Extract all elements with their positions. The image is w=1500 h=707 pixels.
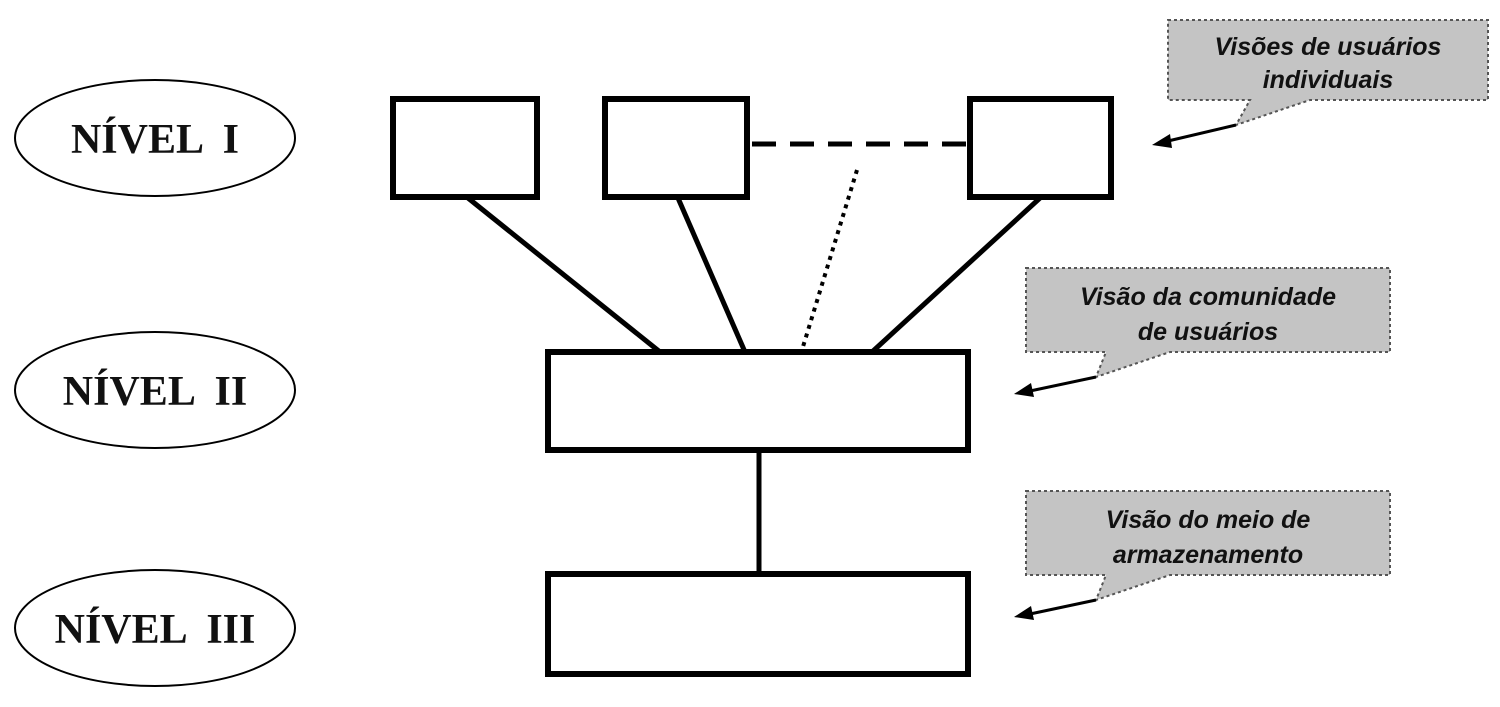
level-3-label: NÍVEL III [14, 569, 296, 687]
callout-community-view-arrow-head [1014, 383, 1034, 397]
connector-view2-to-community [675, 197, 748, 353]
level-1-label: NÍVEL I [14, 79, 296, 197]
level-1-ellipse [14, 79, 296, 197]
callout-storage-view: Visão do meio de armazenamento [1014, 490, 1391, 620]
callout-community-view-line2: de usuários [1138, 318, 1278, 346]
callout-individual-views-line1: Visões de usuários [1215, 33, 1442, 61]
callout-community-view-arrow-line [1029, 375, 1097, 393]
callout-individual-views-line2: individuais [1263, 66, 1394, 94]
callout-individual-views: Visões de usuários individuais [1152, 19, 1489, 148]
level-2-ellipse [14, 331, 296, 449]
level-3-ellipse [14, 569, 296, 687]
user-view-box-1 [390, 96, 540, 200]
level-1-text: NÍVEL I [71, 116, 239, 163]
connector-viewn-to-community [870, 196, 1042, 354]
callout-community-view-line1: Visão da comunidade [1080, 283, 1336, 311]
callout-individual-views-shape [1167, 19, 1489, 127]
callout-individual-views-arrow-head [1152, 134, 1172, 148]
storage-view-box [545, 571, 971, 677]
callout-storage-view-arrow-head [1014, 606, 1034, 620]
connector-dotted-to-community [800, 169, 859, 351]
callout-storage-view-line2: armazenamento [1113, 541, 1303, 569]
callout-storage-view-arrow-line [1029, 598, 1097, 616]
connector-view1-to-community [466, 196, 662, 354]
level-2-label: NÍVEL II [14, 331, 296, 449]
callout-storage-view-shape [1025, 490, 1391, 602]
level-3-text: NÍVEL III [55, 606, 256, 653]
callout-individual-views-arrow-line [1167, 123, 1237, 143]
callout-community-view-shape [1025, 267, 1391, 379]
user-view-box-2 [602, 96, 750, 200]
callout-storage-view-line1: Visão do meio de [1106, 506, 1311, 534]
callout-community-view: Visão da comunidade de usuários [1014, 267, 1391, 397]
community-view-box [545, 349, 971, 453]
level-2-text: NÍVEL II [63, 368, 247, 415]
user-view-box-n [967, 96, 1114, 200]
